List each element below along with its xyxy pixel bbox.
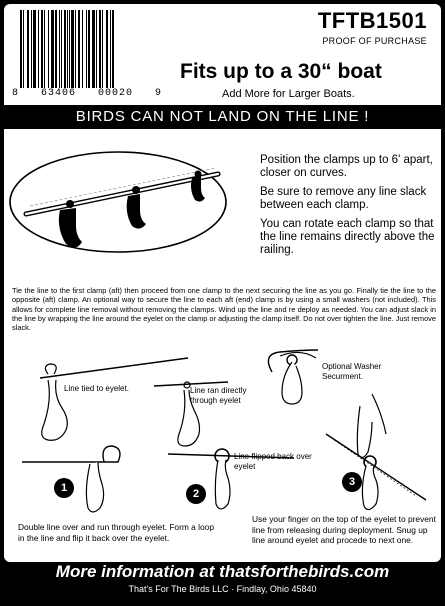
placement-instructions: Position the clamps up to 6' apart, clos… — [260, 154, 436, 263]
knot-diagrams — [22, 349, 427, 513]
barcode-digit-group: 9 — [154, 88, 162, 99]
rail-clamp-illustration — [9, 151, 227, 253]
proof-of-purchase: PROOF OF PURCHASE — [322, 36, 427, 46]
label-line-ran: Line ran directly through eyelet — [190, 386, 247, 405]
step-1-caption: Double line over and run through eyelet.… — [18, 522, 214, 543]
step-2-number: 2 — [192, 488, 200, 500]
step-diagrams: Line tied to eyelet. Line ran directly t… — [4, 334, 441, 562]
step-1-number: 1 — [60, 482, 68, 494]
step-3-number: 3 — [348, 476, 356, 488]
label-flipped: Line flipped back over eyelet — [234, 452, 312, 471]
footer-url[interactable]: More information at thatsforthebirds.com — [55, 562, 390, 581]
slack-instruction: Be sure to remove any line slack between… — [260, 186, 427, 211]
position-instruction: Position the clamps up to 6' apart, clos… — [260, 154, 433, 179]
add-more-note: Add More for Larger Boats. — [222, 88, 355, 100]
footer-address: That's For The Birds LLC · Findlay, Ohio… — [128, 584, 317, 594]
rotate-instruction: You can rotate each clamp so that the li… — [260, 218, 435, 256]
label-line-tied: Line tied to eyelet. — [64, 384, 129, 393]
barcode-bars — [20, 10, 154, 88]
barcode-digits: 8 63406 00020 9 — [12, 88, 162, 99]
barcode-digit-group: 00020 — [97, 88, 133, 99]
fits-heading: Fits up to a 30“ boat — [180, 60, 382, 83]
step-3-caption: Use your finger on the top of the eyelet… — [252, 514, 436, 545]
card-panel: 8 63406 00020 9 TFTB1501 PROOF OF PURCHA… — [4, 4, 441, 562]
banner: BIRDS CAN NOT LAND ON THE LINE ! — [4, 105, 441, 129]
barcode-digit-group: 8 — [12, 88, 20, 99]
label-washer: Optional Washer Securment. — [322, 362, 382, 381]
barcode: 8 63406 00020 9 — [12, 10, 162, 99]
tie-instructions-paragraph: Tie the line to the first clamp (aft) th… — [12, 286, 436, 333]
product-sku: TFTB1501 — [317, 8, 427, 33]
barcode-digit-group: 63406 — [40, 88, 76, 99]
